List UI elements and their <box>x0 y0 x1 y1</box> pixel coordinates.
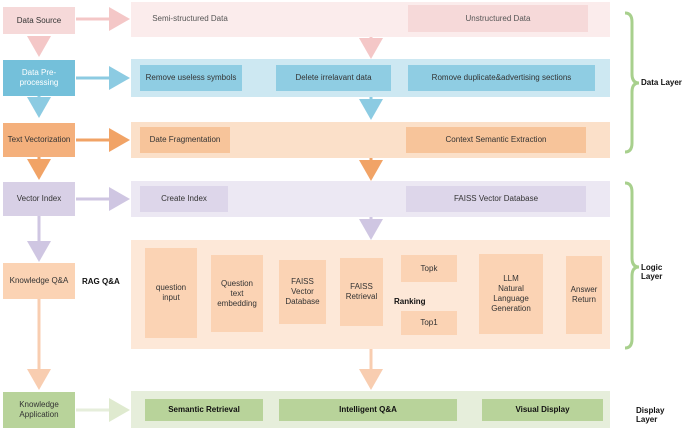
remove-useless-symbols: Remove useless symbols <box>140 65 242 91</box>
faiss-retrieval: FAISS Retrieval <box>340 258 383 326</box>
semantic-retrieval: Semantic Retrieval <box>145 399 263 421</box>
top1: Top1 <box>401 311 457 335</box>
stage-text-vectorization: Text Vectorization <box>3 123 75 157</box>
date-fragmentation: Date Fragmentation <box>140 127 230 153</box>
stage-label: Data Source <box>16 15 62 25</box>
data-layer-label: Data Layer <box>641 78 682 87</box>
ranking-label: Ranking <box>394 297 426 306</box>
create-index: Create Index <box>140 186 228 212</box>
faiss-vector-database-step: FAISS Vector Database <box>279 260 326 324</box>
answer-return: Answer Return <box>566 256 602 334</box>
stage-label: Knowledge Application <box>19 400 59 419</box>
brace-data-layer <box>624 11 640 154</box>
stage-label: Vector Index <box>16 194 62 203</box>
brace-logic-layer <box>624 181 640 350</box>
llm-natural-language-generation: LLM Natural Language Generation <box>479 254 543 334</box>
rag-qa-label: RAG Q&A <box>82 277 120 286</box>
topk: Topk <box>401 255 457 282</box>
intelligent-qa: Intelligent Q&A <box>279 399 457 421</box>
context-semantic-extraction: Context Semantic Extraction <box>406 127 586 153</box>
semi-structured-data: Semi-structured Data <box>152 13 228 23</box>
delete-irrelevant-data: Delete irrelavant data <box>276 65 391 91</box>
faiss-vector-database: FAISS Vector Database <box>406 186 586 212</box>
stage-data-preprocessing: Data Pre- processing <box>3 60 75 96</box>
unstructured-data: Unstructured Data <box>408 5 588 32</box>
display-layer-label: Display Layer <box>636 406 665 424</box>
stage-label: Knowledge Q&A <box>9 276 69 285</box>
logic-layer-label: Logic Layer <box>641 263 663 281</box>
visual-display: Visual Display <box>482 399 603 421</box>
remove-duplicate-advertising: Romove duplicate&advertising sections <box>408 65 595 91</box>
question-text-embedding: Question text embedding <box>211 255 263 332</box>
stage-knowledge-qa: Knowledge Q&A <box>3 263 75 299</box>
stage-data-source: Data Source <box>3 7 75 34</box>
stage-label: Text Vectorization <box>7 135 71 144</box>
stage-label: Data Pre- processing <box>19 68 59 87</box>
stage-knowledge-application: Knowledge Application <box>3 392 75 428</box>
stage-vector-index: Vector Index <box>3 182 75 216</box>
question-input: question input <box>145 248 197 338</box>
